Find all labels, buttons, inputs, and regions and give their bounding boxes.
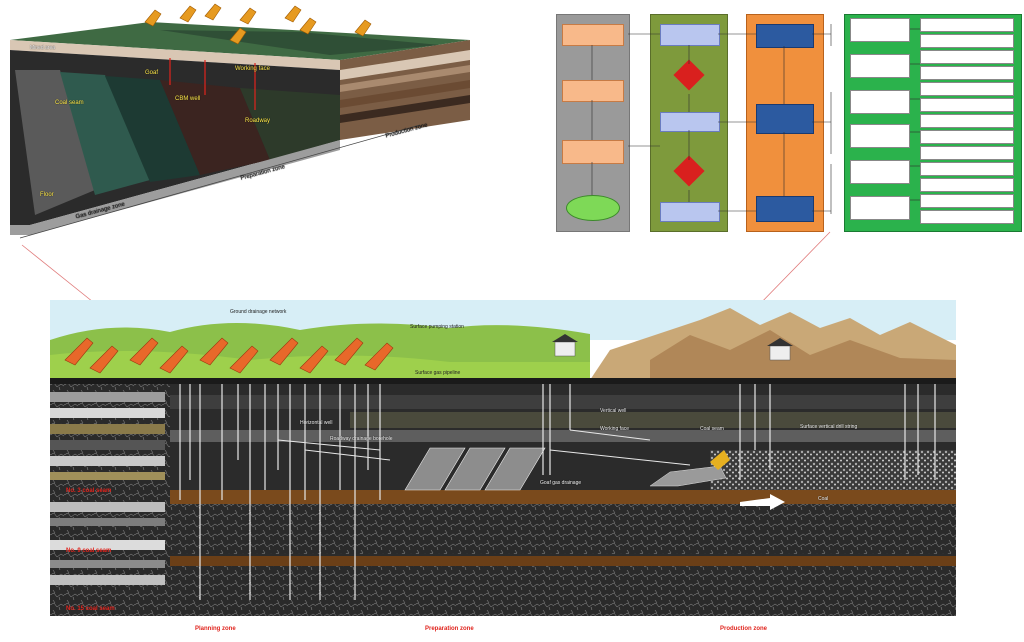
section-label-roadway-drain: Roadway drainage borehole — [330, 436, 393, 442]
section-label-pumping: Surface pumping station — [410, 324, 464, 330]
section-label-horizontal-well: Horizontal well — [300, 420, 333, 426]
section-label-working-face: Working face — [600, 426, 630, 432]
block-label-cbm-well: CBM well — [175, 96, 201, 102]
block-label-roadway: Roadway — [245, 118, 271, 124]
flow-box — [660, 24, 720, 46]
block-3d-diagram — [10, 3, 470, 239]
section-label-pipeline: Surface gas pipeline — [415, 370, 461, 376]
cross-section-diagram — [50, 300, 956, 616]
flow-terminal — [566, 195, 620, 221]
section-zone-1: Planning zone — [195, 626, 236, 632]
section-seam-1: No. 3 coal seam — [66, 488, 112, 494]
flow-result-list — [920, 18, 1014, 228]
flow-box — [660, 202, 720, 222]
block-label-coal-seam: Coal seam — [55, 100, 84, 106]
flow-box — [562, 140, 624, 164]
flow-box — [562, 80, 624, 102]
flow-outcome-list — [850, 18, 910, 228]
flow-connectors — [591, 24, 920, 214]
section-label-goaf-drainage: Goaf gas drainage — [540, 480, 582, 486]
section-seam-2: No. 9 coal seam — [66, 548, 112, 554]
section-label-network: Ground drainage network — [230, 309, 287, 315]
section-zone-3: Production zone — [720, 626, 767, 632]
flow-process-box — [756, 24, 814, 48]
block-label-mined: Mined area — [30, 45, 56, 51]
section-zone-2: Preparation zone — [425, 626, 474, 632]
section-label-surface-drill: Surface vertical drill string — [800, 424, 858, 430]
flow-box — [562, 24, 624, 46]
section-label-coal: Coal — [818, 496, 829, 502]
flow-process-box — [756, 196, 814, 222]
section-label-vertical-well: Vertical well — [600, 408, 627, 414]
section-label-coal-seam: Coal seam — [700, 426, 724, 432]
block-label-floor: Floor — [40, 192, 54, 198]
block-label-goaf: Goaf — [145, 70, 159, 76]
flow-process-box — [756, 104, 814, 134]
block-label-working-face: Working face — [235, 66, 270, 72]
section-seam-3: No. 15 coal seam — [66, 606, 115, 612]
